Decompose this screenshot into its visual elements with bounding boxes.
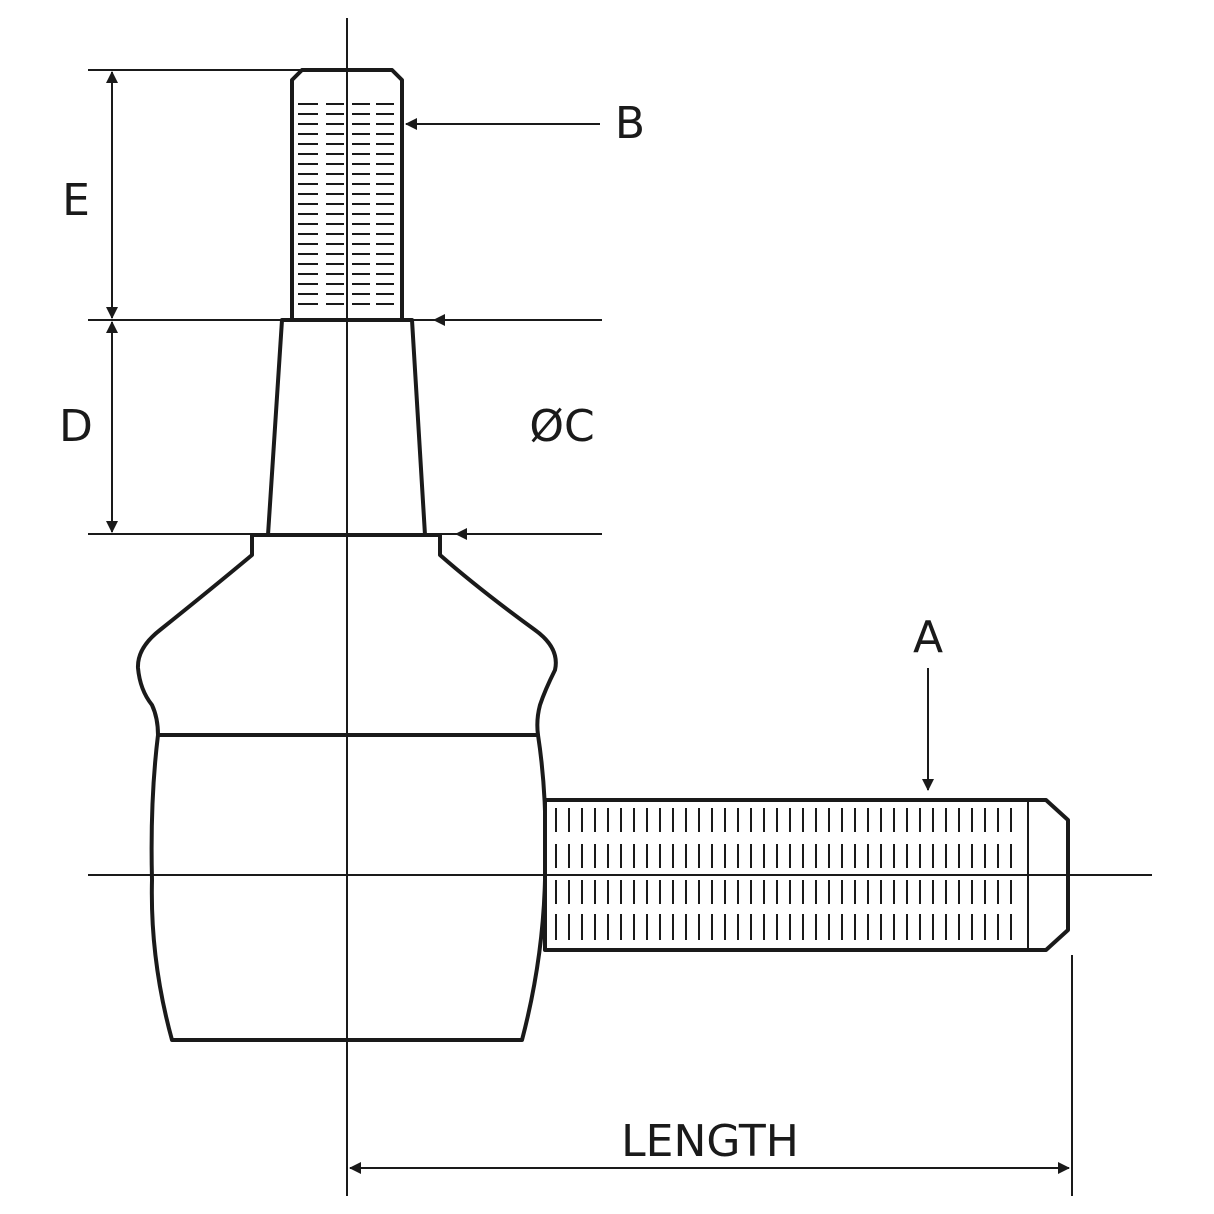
dimension-c: ØC — [433, 314, 595, 540]
centerlines — [88, 18, 1152, 1196]
top-thread-lines — [298, 103, 394, 305]
side-thread-lines — [555, 808, 1012, 940]
label-c: ØC — [529, 401, 594, 452]
dimension-length: LENGTH — [349, 1116, 1070, 1174]
dimension-a: A — [913, 612, 943, 791]
label-a: A — [913, 612, 943, 663]
label-length: LENGTH — [621, 1116, 799, 1167]
dimension-e: E — [62, 71, 118, 319]
dimension-d: D — [59, 321, 118, 533]
dimension-b: B — [405, 98, 645, 149]
extension-lines — [88, 69, 1073, 1196]
label-e: E — [62, 175, 90, 226]
label-b: B — [615, 98, 645, 149]
label-d: D — [59, 401, 93, 452]
housing-lower — [149, 733, 548, 1042]
housing — [135, 533, 558, 1042]
